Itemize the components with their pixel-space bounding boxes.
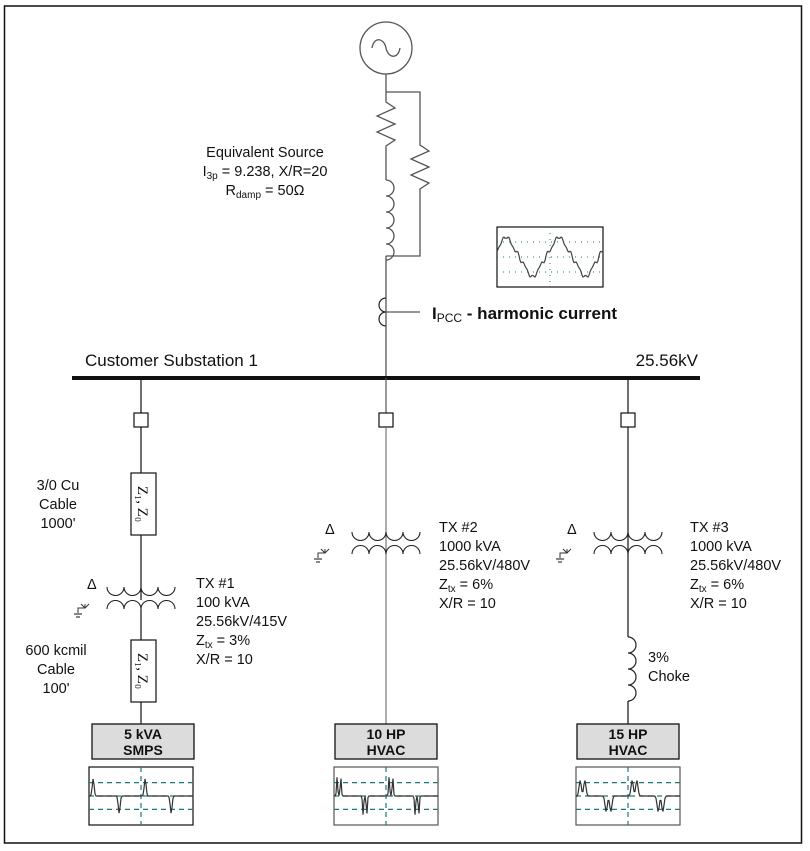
load-1[interactable]: 5 kVA SMPS <box>91 723 195 760</box>
load-1-line1: 5 kVA <box>124 726 162 742</box>
load-2-waveform-trace <box>334 777 438 815</box>
tx3-impedance: Ztx = 6% <box>690 577 744 595</box>
tx2-rating: 1000 kVA <box>439 539 501 555</box>
cable-2-z-label: Z₁, Z₀ <box>134 653 150 689</box>
load-1-line2: SMPS <box>123 742 163 758</box>
equivalent-source <box>359 21 431 378</box>
load-1-waveform-trace <box>89 778 193 814</box>
cable-2-line3: 100' <box>43 681 70 697</box>
grounded-wye-icon <box>314 548 330 563</box>
load-2-line1: 10 HP <box>367 726 406 742</box>
tx3-voltage: 25.56kV/480V <box>690 558 781 574</box>
load-3[interactable]: 15 HP HVAC <box>576 723 680 760</box>
load-2-line2: HVAC <box>367 742 406 758</box>
damping-resistor-icon <box>386 91 431 257</box>
cable-2-line2: Cable <box>37 662 75 678</box>
cable-impedance-2[interactable] <box>130 639 157 703</box>
breaker-1[interactable] <box>133 412 149 428</box>
choke-line1: 3% <box>648 650 669 666</box>
current-transformer-icon <box>378 297 387 327</box>
tx3-name: TX #3 <box>690 520 729 536</box>
tx1-name: TX #1 <box>196 576 235 592</box>
bus-name: Customer Substation 1 <box>85 351 258 370</box>
tx2-secondary-winding <box>351 545 421 555</box>
tx1-voltage: 25.56kV/415V <box>196 614 287 630</box>
feeder-2: Δ <box>314 378 421 724</box>
breaker-3[interactable] <box>620 412 636 428</box>
pcc-waveform-scope <box>496 226 604 288</box>
load-3-waveform-trace <box>576 780 680 812</box>
cable-1-line2: Cable <box>39 497 77 513</box>
load-3-line2: HVAC <box>609 742 648 758</box>
load-2-waveform-scope <box>333 766 439 826</box>
tx2-voltage: 25.56kV/480V <box>439 558 530 574</box>
load-3-waveform-scope <box>575 766 681 826</box>
choke-inductor-icon <box>627 636 637 702</box>
tx1-primary-winding <box>106 586 176 596</box>
feeder-1: Z₁, Z₀ Δ Z₁, Z₀ <box>74 378 176 724</box>
tx1-rating: 100 kVA <box>196 595 250 611</box>
source-rdamp: Rdamp = 50Ω <box>226 183 305 201</box>
load-1-waveform-scope <box>88 766 194 826</box>
tx3-rating: 1000 kVA <box>690 539 752 555</box>
load-box[interactable] <box>91 723 195 760</box>
delta-icon: Δ <box>567 522 577 538</box>
load-box[interactable] <box>334 723 438 760</box>
breaker-2[interactable] <box>378 412 394 428</box>
choke-line2: Choke <box>648 669 690 685</box>
load-box[interactable] <box>576 723 680 760</box>
delta-icon: Δ <box>325 522 335 538</box>
tx2-primary-winding <box>351 531 421 541</box>
tx3-xr: X/R = 10 <box>690 596 747 612</box>
cable-2-line1: 600 kcmil <box>25 643 86 659</box>
source-title: Equivalent Source <box>206 145 324 161</box>
cable-1-line1: 3/0 Cu <box>37 478 80 494</box>
load-3-line1: 15 HP <box>609 726 648 742</box>
source-i3p: I3p = 9.238, X/R=20 <box>203 164 328 182</box>
inductor-icon <box>385 179 395 261</box>
cable-impedance-1[interactable] <box>130 472 157 536</box>
load-2[interactable]: 10 HP HVAC <box>334 723 438 760</box>
tx3-secondary-winding <box>593 545 663 555</box>
pcc-waveform-trace <box>496 236 604 278</box>
delta-icon: Δ <box>87 577 97 593</box>
grounded-wye-icon <box>74 603 90 618</box>
grounded-wye-icon <box>556 548 572 563</box>
cable-1-z-label: Z₁, Z₀ <box>134 486 150 522</box>
tx2-xr: X/R = 10 <box>439 596 496 612</box>
tx2-impedance: Ztx = 6% <box>439 577 493 595</box>
sine-wave-icon <box>371 39 401 57</box>
bus-voltage: 25.56kV <box>636 351 699 370</box>
feeder-3: Δ <box>556 378 663 724</box>
tx2-name: TX #2 <box>439 520 478 536</box>
tx3-primary-winding <box>593 531 663 541</box>
pcc-label: IPCC - harmonic current <box>432 304 617 325</box>
diagram-frame <box>3 5 803 844</box>
tx1-xr: X/R = 10 <box>196 652 253 668</box>
tx1-secondary-winding <box>106 600 176 610</box>
resistor-icon <box>375 92 397 180</box>
cable-1-line3: 1000' <box>40 516 75 532</box>
tx1-impedance: Ztx = 3% <box>196 633 250 651</box>
